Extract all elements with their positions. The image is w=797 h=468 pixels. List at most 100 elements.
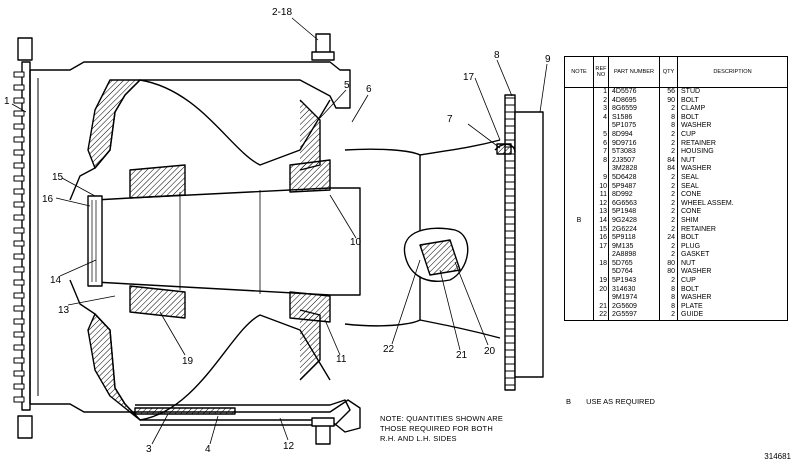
cell-part: 5D764: [608, 268, 660, 278]
cell-note: [564, 234, 594, 243]
cell-ref: 14: [593, 216, 609, 226]
cell-part: 2A8898: [608, 251, 660, 260]
cell-ref: [593, 251, 609, 260]
cell-desc: NUT: [677, 156, 788, 166]
cell-ref: 10: [593, 182, 609, 192]
stud: [13, 305, 25, 312]
cell-note: [564, 96, 594, 106]
cell-note: [564, 285, 594, 295]
cell-part: 5P9118: [608, 234, 660, 243]
cell-part: 9G2428: [608, 216, 660, 226]
cell-part: 5P1075: [608, 122, 660, 131]
cell-note: [564, 122, 594, 131]
cell-ref: 6: [593, 139, 609, 149]
callout-20: 20: [484, 346, 496, 357]
cell-desc: SHIM: [677, 216, 788, 226]
cell-ref: [593, 165, 609, 174]
header-qty: QTY: [659, 56, 678, 88]
cell-note: [564, 199, 594, 209]
cell-note: [564, 105, 594, 114]
legend-text: USE AS REQUIRED: [586, 397, 655, 406]
cell-note: [564, 225, 594, 235]
stud: [13, 253, 25, 260]
callout-21: 21: [456, 350, 468, 361]
stud: [13, 227, 25, 234]
cell-qty: 8: [659, 122, 678, 131]
callout-10: 10: [350, 237, 362, 248]
callout-11: 11: [336, 354, 347, 365]
cell-qty: 56: [659, 87, 678, 97]
cell-qty: 2: [659, 242, 678, 252]
cell-part: 4D5576: [608, 87, 660, 97]
cell-ref: 16: [593, 234, 609, 243]
stud: [13, 396, 25, 403]
cell-qty: 8: [659, 113, 678, 123]
stud: [13, 201, 25, 208]
cell-part: 5P1943: [608, 277, 660, 286]
cell-part: 2J3507: [608, 156, 660, 166]
cell-note: [564, 302, 594, 312]
stud: [13, 279, 25, 286]
callout-19: 19: [182, 356, 194, 367]
stud: [13, 240, 25, 247]
note-line: THOSE REQUIRED FOR BOTH: [380, 424, 493, 433]
stud: [13, 357, 25, 364]
callout-9: 9: [545, 54, 551, 65]
cell-part: 8G6559: [608, 105, 660, 114]
cell-note: [564, 259, 594, 269]
cell-qty: 80: [659, 259, 678, 269]
note-line: NOTE: QUANTITIES SHOWN ARE: [380, 414, 504, 423]
cell-desc: CUP: [677, 130, 788, 140]
stud: [13, 318, 25, 325]
cell-qty: 2: [659, 182, 678, 192]
cell-part: 9M1974: [608, 294, 660, 303]
cell-qty: 8: [659, 285, 678, 295]
cell-note: [564, 165, 594, 174]
cell-ref: 18: [593, 259, 609, 269]
cell-part: 6G6563: [608, 199, 660, 209]
housing-assembly: [344, 94, 544, 391]
cell-ref: 9: [593, 173, 609, 183]
cell-desc: BOLT: [677, 113, 788, 123]
cell-ref: 11: [593, 191, 609, 200]
cell-note: [564, 277, 594, 286]
callout-6: 6: [366, 84, 372, 95]
header-part-number: PART NUMBER: [608, 56, 660, 88]
stud: [13, 162, 25, 169]
cell-note: [564, 191, 594, 200]
cell-qty: 2: [659, 311, 678, 322]
stud: [13, 136, 25, 143]
cell-part: 5D765: [608, 259, 660, 269]
cell-desc: BOLT: [677, 234, 788, 243]
cell-ref: 1: [593, 87, 609, 97]
stud: [13, 188, 25, 195]
cell-part: 2G6224: [608, 225, 660, 235]
callout-22: 22: [383, 344, 395, 355]
stud: [13, 214, 25, 221]
spindle: [87, 187, 361, 296]
header-ref: REF NO: [593, 56, 609, 88]
cell-desc: CONE: [677, 208, 788, 217]
cell-desc: PLUG: [677, 242, 788, 252]
cell-note: [564, 173, 594, 183]
cell-qty: 80: [659, 268, 678, 278]
callout-3: 3: [146, 444, 152, 455]
cell-qty: 2: [659, 105, 678, 114]
cell-desc: WHEEL ASSEM.: [677, 199, 788, 209]
cell-note: [564, 242, 594, 252]
legend: B USE AS REQUIRED: [566, 397, 655, 406]
cell-ref: 4: [593, 113, 609, 123]
cell-ref: [593, 122, 609, 131]
